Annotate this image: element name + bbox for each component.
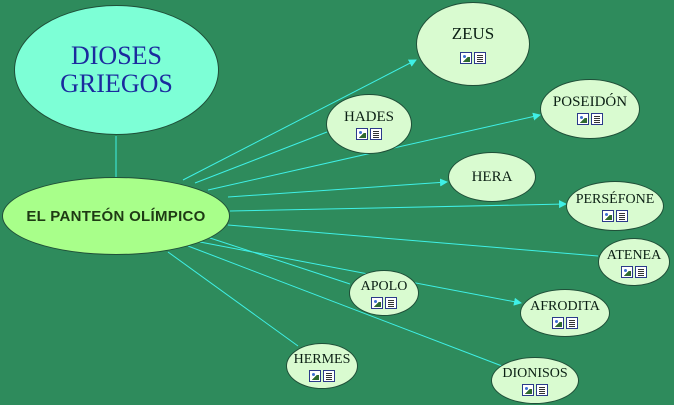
node-label: HADES <box>343 108 394 125</box>
node-atenea[interactable]: ATENEA <box>598 238 670 286</box>
document-icon[interactable] <box>474 51 486 64</box>
node-label: APOLO <box>360 278 408 294</box>
node-label: HERA <box>471 168 513 185</box>
link-atenea <box>227 224 599 257</box>
link-hades <box>194 131 328 184</box>
document-icon[interactable] <box>385 296 397 309</box>
node-hades[interactable]: HADES <box>326 94 412 154</box>
title-node[interactable]: DIOSES GRIEGOS <box>14 5 219 135</box>
node-afrodita[interactable]: AFRODITA <box>520 289 610 337</box>
image-icon[interactable] <box>309 369 321 382</box>
link-persefone <box>229 200 567 212</box>
node-dionisos[interactable]: DIONISOS <box>491 357 579 404</box>
node-persefone[interactable]: PERSÉFONE <box>566 181 664 231</box>
image-icon[interactable] <box>371 296 383 309</box>
document-icon[interactable] <box>635 265 647 278</box>
image-icon[interactable] <box>522 384 534 396</box>
node-label: ZEUS <box>451 23 495 43</box>
image-icon[interactable] <box>552 316 564 329</box>
image-icon[interactable] <box>356 127 368 140</box>
image-icon[interactable] <box>577 112 589 125</box>
link-afrodita <box>199 241 522 306</box>
link-zeus <box>182 59 417 181</box>
link-hera <box>227 178 448 198</box>
node-apolo[interactable]: APOLO <box>349 270 419 316</box>
node-label: AFRODITA <box>530 298 600 314</box>
link-apolo <box>209 237 351 285</box>
node-hera[interactable]: HERA <box>448 152 536 202</box>
node-label: POSEIDÓN <box>552 93 628 110</box>
document-icon[interactable] <box>591 112 603 125</box>
node-poseidon[interactable]: POSEIDÓN <box>540 79 640 139</box>
document-icon[interactable] <box>323 369 335 382</box>
title-label: DIOSES GRIEGOS <box>60 41 173 98</box>
node-label: HERMES <box>293 351 351 367</box>
document-icon[interactable] <box>616 209 628 222</box>
link-hermes <box>167 251 299 347</box>
link-dionisos <box>187 245 503 367</box>
node-label: ATENEA <box>606 247 662 263</box>
document-icon[interactable] <box>566 316 578 329</box>
image-icon[interactable] <box>460 51 472 64</box>
node-label: DIONISOS <box>502 366 568 381</box>
root-node[interactable]: EL PANTEÓN OLÍMPICO <box>2 177 230 255</box>
root-label: EL PANTEÓN OLÍMPICO <box>26 207 206 225</box>
node-hermes[interactable]: HERMES <box>286 343 358 389</box>
node-zeus[interactable]: ZEUS <box>416 2 530 86</box>
image-icon[interactable] <box>602 209 614 222</box>
node-label: PERSÉFONE <box>575 191 655 207</box>
document-icon[interactable] <box>536 384 548 396</box>
document-icon[interactable] <box>370 127 382 140</box>
image-icon[interactable] <box>621 265 633 278</box>
